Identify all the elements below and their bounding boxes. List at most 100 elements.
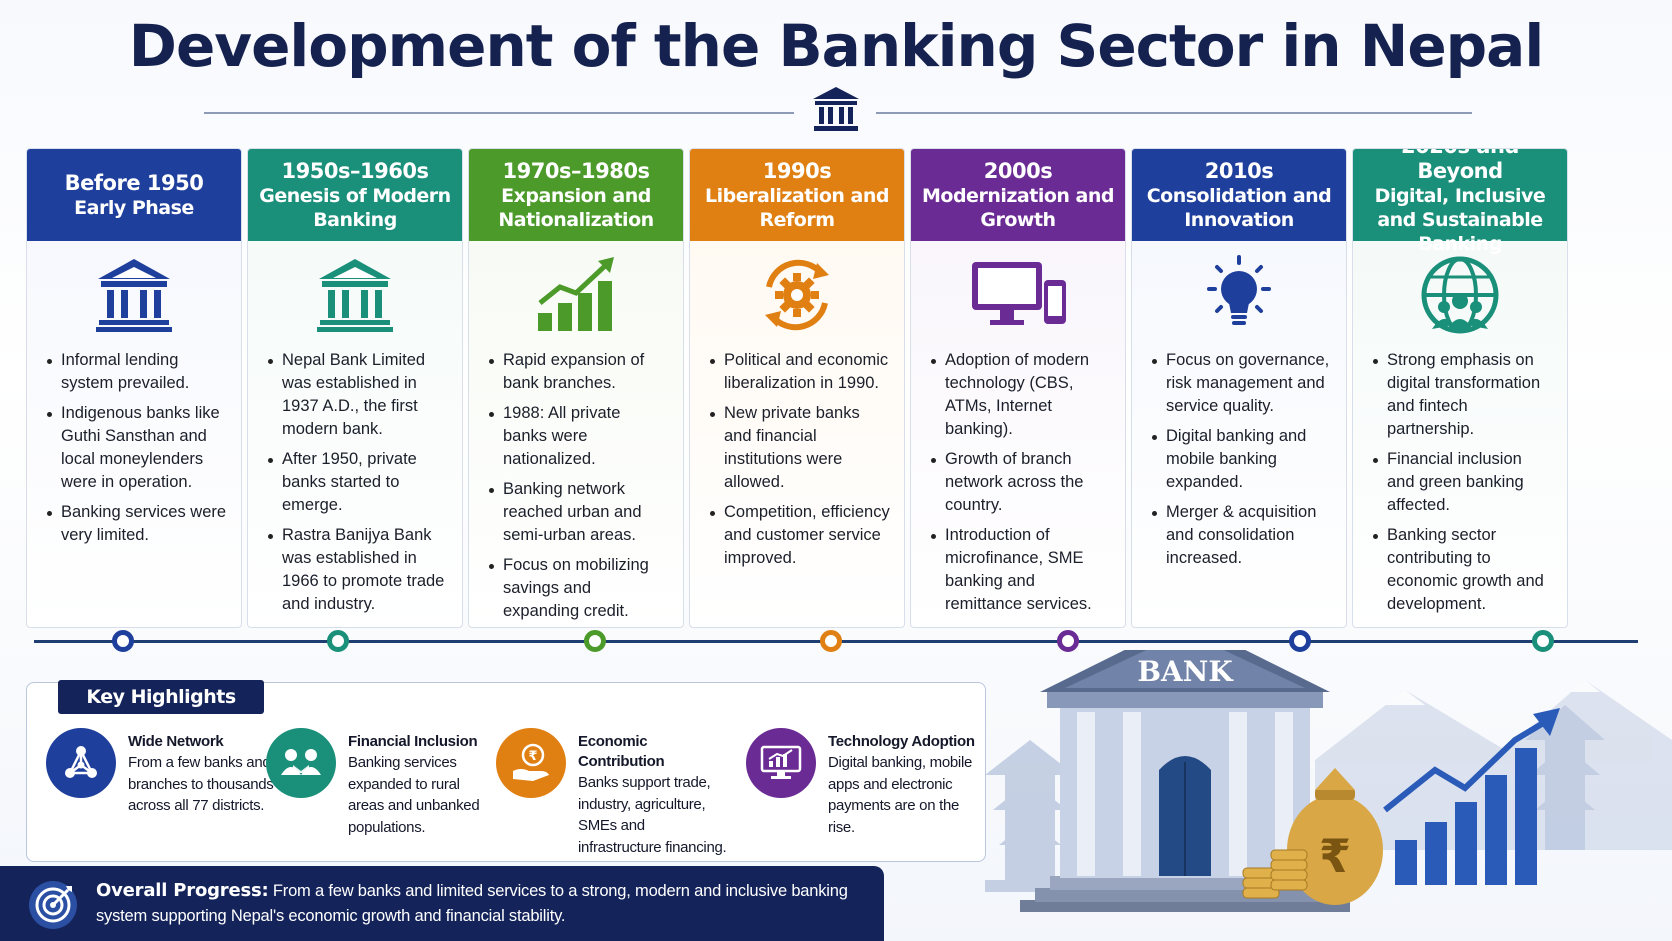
period-points: Informal lending system prevailed. Indige… (27, 349, 241, 547)
period-era: 2010s (1204, 158, 1274, 183)
period-point: Growth of branch network across the coun… (931, 448, 1111, 517)
period-point: 1988: All private banks were nationalize… (489, 402, 669, 471)
highlight-title: Technology Adoption (828, 733, 975, 750)
period-point: Merger & acquisition and consolidation i… (1152, 501, 1332, 570)
period-theme: Early Phase (74, 196, 194, 219)
growth-chart-icon (469, 241, 683, 349)
period-point: Indigenous banks like Guthi Sansthan and… (47, 402, 227, 494)
period-points: Nepal Bank Limited was established in 19… (248, 349, 462, 616)
timeline-node (1532, 630, 1554, 652)
target-icon (29, 881, 77, 929)
period-points: Adoption of modern technology (CBS, ATMs… (911, 349, 1125, 616)
timeline-node (112, 630, 134, 652)
bank-sign-text: BANK (1137, 655, 1234, 688)
period-points: Focus on governance, risk management and… (1132, 349, 1346, 570)
rupee-symbol: ₹ (1319, 829, 1351, 883)
title-divider-left (204, 112, 794, 114)
people-icon (266, 728, 336, 798)
monitor-chart-icon (746, 728, 816, 798)
period-theme: Consolidation and Innovation (1146, 184, 1332, 231)
period-point: Banking sector contributing to economic … (1373, 524, 1553, 616)
key-highlights-label: Key Highlights (58, 680, 264, 714)
period-point: Banking network reached urban and semi-u… (489, 478, 669, 547)
timeline-node (820, 630, 842, 652)
period-point: Focus on mobilizing savings and expandin… (489, 554, 669, 623)
period-point: Introduction of microfinance, SME bankin… (931, 524, 1111, 616)
period-point: Competition, efficiency and customer ser… (710, 501, 890, 570)
bank-scene-illustration: BANK ₹ (985, 650, 1672, 912)
period-point: Focus on governance, risk management and… (1152, 349, 1332, 418)
highlight-desc: Digital banking, mobile apps and electro… (828, 754, 973, 836)
period-theme: Liberalization and Reform (705, 184, 889, 231)
computer-phone-icon (911, 241, 1125, 349)
timeline-node (584, 630, 606, 652)
period-point: Banking services were very limited. (47, 501, 227, 547)
period-point: After 1950, private banks started to eme… (268, 448, 448, 517)
period-points: Strong emphasis on digital transformatio… (1353, 349, 1567, 616)
period-theme: Modernization and Growth (922, 184, 1114, 231)
period-point: Strong emphasis on digital transformatio… (1373, 349, 1553, 441)
bank-building-icon (248, 241, 462, 349)
overall-progress-banner: Overall Progress: From a few banks and l… (0, 866, 884, 941)
highlight-title: Wide Network (128, 733, 224, 750)
highlight-desc: Banking services expanded to rural areas… (348, 754, 480, 836)
period-theme: Genesis of Modern Banking (259, 184, 451, 231)
pagoda-left (985, 740, 1085, 892)
highlight-desc: From a few banks and branches to thousan… (128, 754, 274, 814)
timeline-node (327, 630, 349, 652)
gear-cycle-icon (690, 241, 904, 349)
period-point: New private banks and financial institut… (710, 402, 890, 494)
period-era: 1970s–1980s (502, 158, 650, 183)
period-point: Rastra Banijya Bank was established in 1… (268, 524, 448, 616)
period-points: Rapid expansion of bank branches.1988: A… (469, 349, 683, 623)
growth-arrow-head (1533, 708, 1560, 736)
highlight-title: Economic Contribution (578, 733, 665, 770)
overall-progress-body: From a few banks and limited services to… (96, 882, 848, 925)
growth-bars (1395, 748, 1537, 885)
period-theme: Expansion and Nationalization (498, 184, 654, 231)
title-divider-right (876, 112, 1472, 114)
period-point: Adoption of modern technology (CBS, ATMs… (931, 349, 1111, 441)
period-era: 1990s (762, 158, 832, 183)
network-icon (46, 728, 116, 798)
pagoda-right (1525, 705, 1605, 850)
period-point: Financial inclusion and green banking af… (1373, 448, 1553, 517)
highlight-desc: Banks support trade, industry, agricultu… (578, 774, 727, 856)
bank-building-icon (27, 241, 241, 349)
rupee-hand-icon: ₹ (496, 728, 566, 798)
period-era: 2020s and Beyond (1401, 149, 1519, 183)
timeline-node (1057, 630, 1079, 652)
money-bag: ₹ (1287, 768, 1383, 905)
overall-progress-text: Overall Progress: From a few banks and l… (96, 878, 866, 929)
bank-building-icon (813, 87, 859, 131)
period-point: Informal lending system prevailed. (47, 349, 227, 395)
period-point: Digital banking and mobile banking expan… (1152, 425, 1332, 494)
period-point: Nepal Bank Limited was established in 19… (268, 349, 448, 441)
page-title: Development of the Banking Sector in Nep… (128, 12, 1544, 80)
lightbulb-icon (1132, 241, 1346, 349)
period-era: Before 1950 (64, 170, 204, 195)
bank-building: BANK (1020, 650, 1350, 912)
highlight-title: Financial Inclusion (348, 733, 478, 750)
coin-stacks (1242, 849, 1308, 899)
